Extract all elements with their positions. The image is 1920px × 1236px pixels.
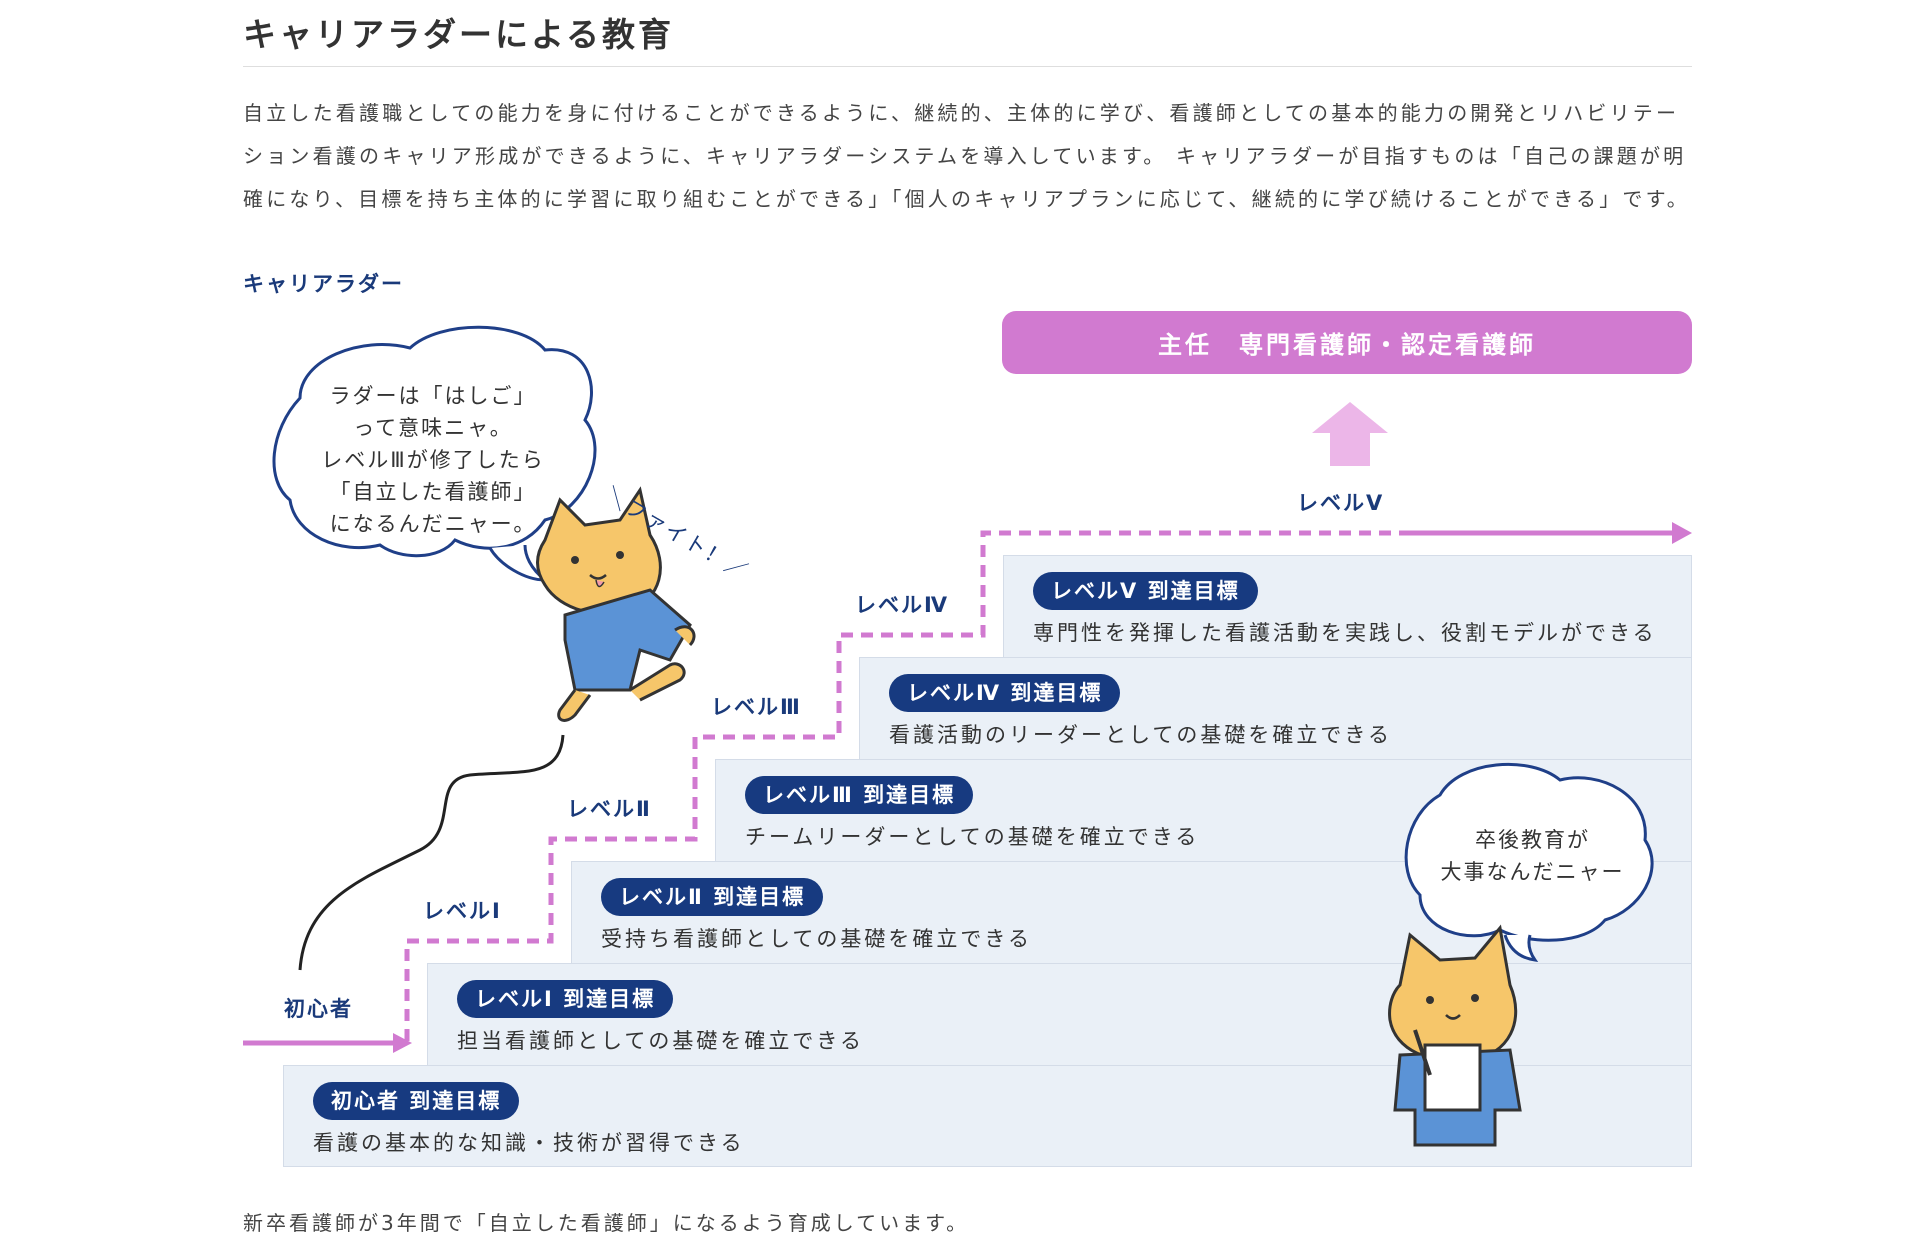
goal-desc-level2: 受持ち看護師としての基礎を確立できる: [601, 927, 1032, 951]
goal-desc-level5: 専門性を発揮した看護活動を実践し、役割モデルができる: [1033, 621, 1657, 645]
level-label-3: レベルⅢ: [711, 695, 802, 719]
goal-desc-level3: チームリーダーとしての基礎を確立できる: [745, 825, 1200, 849]
cat-notepad-icon: [1388, 924, 1522, 1147]
goal-badge-level3: レベルⅢ 到達目標: [745, 776, 974, 814]
left-bubble-text: ラダーは「はしご」 って意味ニャ。 レベルⅢが修了したら 「自立した看護師」 に…: [308, 380, 558, 540]
intro-text: 自立した看護職としての能力を身に付けることができるように、継続的、主体的に学び、…: [243, 101, 1690, 211]
ladder-dashed-path: [404, 530, 1400, 1041]
right-bubble-tail: [1503, 934, 1539, 962]
level-label-beginner: 初心者: [284, 997, 353, 1021]
title-divider: [243, 66, 1692, 67]
right-speech-bubble: [1404, 762, 1654, 942]
goal-desc-level1: 担当看護師としての基礎を確立できる: [457, 1029, 864, 1053]
right-bubble-line: 卒後教育が: [1475, 828, 1590, 852]
right-arrow-icon: [393, 1033, 412, 1053]
right-arrow-icon: [1672, 522, 1692, 544]
left-bubble-line: になるんだニャー。: [329, 512, 537, 536]
left-bubble-line: って意味ニャ。: [353, 416, 513, 440]
left-bubble-line: レベルⅢが修了したら: [321, 448, 545, 472]
footer-note: 新卒看護師が3年間で「自立した看護師」になるよう育成しています。: [243, 1211, 970, 1235]
curve-line: [298, 734, 565, 971]
page-title: キャリアラダーによる教育: [243, 15, 675, 54]
level-label-5: レベルⅤ: [1297, 491, 1385, 515]
goal-badge-level4: レベルⅣ 到達目標: [889, 674, 1121, 712]
top-goal-box: 主任 専門看護師・認定看護師: [1002, 311, 1692, 374]
goal-badge-level2: レベルⅡ 到達目標: [601, 878, 824, 916]
level-label-1: レベルⅠ: [423, 899, 502, 923]
level-label-4: レベルⅣ: [855, 593, 950, 617]
goal-desc-beginner: 看護の基本的な知識・技術が習得できる: [313, 1131, 745, 1155]
cat-cheering-icon: [536, 486, 696, 722]
goal-badge-level1: レベルⅠ 到達目標: [457, 980, 674, 1018]
left-bubble-line: ラダーは「はしご」: [329, 384, 537, 408]
right-bubble-text: 卒後教育が 大事なんだニャー: [1425, 824, 1640, 888]
left-bubble-line: 「自立した看護師」: [329, 480, 537, 504]
goal-badge-level5: レベルⅤ 到達目標: [1033, 572, 1258, 610]
goal-desc-level4: 看護活動のリーダーとしての基礎を確立できる: [889, 723, 1392, 747]
career-ladder-subtitle: キャリアラダー: [243, 272, 404, 296]
top-goal-label: 主任 専門看護師・認定看護師: [1158, 331, 1536, 359]
goal-badge-beginner: 初心者 到達目標: [313, 1082, 520, 1120]
up-arrow-icon: [1312, 402, 1388, 466]
right-bubble-line: 大事なんだニャー: [1440, 860, 1625, 884]
level-label-2: レベルⅡ: [567, 797, 652, 821]
